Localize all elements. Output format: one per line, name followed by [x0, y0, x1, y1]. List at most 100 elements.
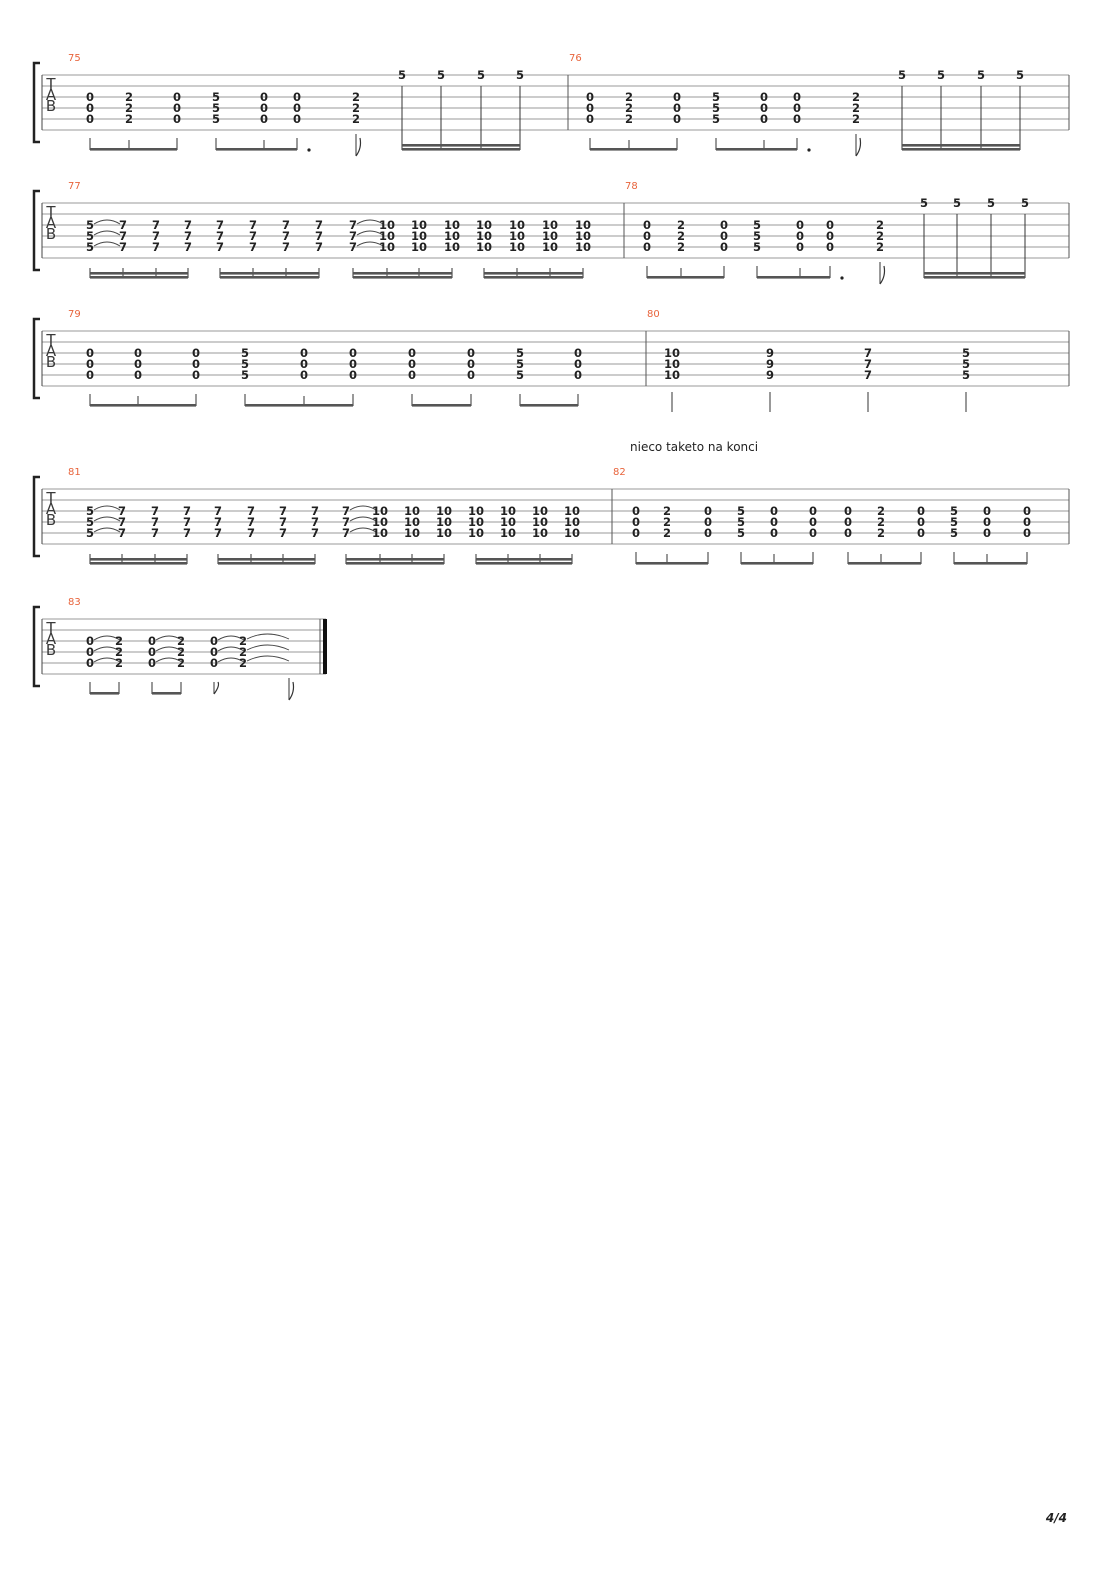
fret-number: 10 [564, 504, 580, 518]
note-flag [879, 265, 886, 285]
fret-number: 10 [468, 526, 484, 540]
dot-mark [840, 276, 844, 280]
fret-number: 0 [826, 240, 834, 254]
fret-number: 5 [753, 229, 761, 243]
fret-number: 0 [134, 368, 142, 382]
fret-number: 10 [379, 218, 395, 232]
fret-number: 10 [372, 504, 388, 518]
slur-mark [349, 527, 377, 533]
fret-number: 7 [214, 526, 222, 540]
fret-number: 0 [586, 112, 594, 126]
tie-mark [246, 644, 290, 651]
dot-mark [307, 148, 311, 152]
beam [220, 272, 319, 275]
slur-mark [93, 646, 121, 652]
fret-number: 10 [532, 504, 548, 518]
fret-number: 7 [247, 526, 255, 540]
beam [90, 276, 188, 279]
fret-number: 10 [509, 218, 525, 232]
tab-clef-letter: T [45, 331, 56, 349]
slur-mark [93, 230, 121, 236]
fret-number: 0 [148, 634, 156, 648]
fret-number: 10 [500, 526, 516, 540]
fret-number: 0 [704, 515, 712, 529]
fret-number: 7 [311, 504, 319, 518]
fret-number: 5 [753, 240, 761, 254]
fret-number: 10 [404, 526, 420, 540]
fret-number: 10 [411, 229, 427, 243]
system-bracket [32, 475, 40, 558]
fret-number: 7 [152, 218, 160, 232]
beam [647, 276, 724, 279]
fret-number: 2 [125, 112, 133, 126]
fret-number: 0 [1023, 504, 1031, 518]
fret-number: 5 [962, 346, 970, 360]
fret-number: 5 [437, 68, 445, 82]
fret-number: 5 [737, 515, 745, 529]
fret-number: 0 [260, 101, 268, 115]
fret-number: 10 [468, 504, 484, 518]
fret-number: 0 [760, 101, 768, 115]
beam [90, 404, 196, 407]
fret-number: 7 [118, 515, 126, 529]
fret-number: 2 [677, 229, 685, 243]
beam [902, 148, 1020, 151]
tab-system: TAB7755577777777777777777777777710101010… [32, 181, 1070, 285]
fret-number: 0 [809, 504, 817, 518]
slur-mark [93, 527, 121, 533]
fret-number: 2 [352, 90, 360, 104]
tab-system: TAB8155577777777777777777777777710101010… [32, 467, 1070, 565]
fret-number: 5 [950, 504, 958, 518]
measure-number: 76 [569, 53, 582, 64]
fret-number: 7 [247, 504, 255, 518]
fret-number: 10 [444, 218, 460, 232]
fret-number: 7 [118, 526, 126, 540]
fret-number: 2 [663, 526, 671, 540]
fret-number: 2 [677, 218, 685, 232]
fret-number: 10 [564, 515, 580, 529]
fret-number: 5 [712, 90, 720, 104]
fret-number: 7 [184, 240, 192, 254]
fret-number: 2 [115, 645, 123, 659]
fret-number: 0 [826, 218, 834, 232]
fret-number: 0 [86, 101, 94, 115]
system-bracket [32, 605, 40, 688]
fret-number: 0 [704, 526, 712, 540]
fret-number: 10 [444, 229, 460, 243]
fret-number: 2 [177, 656, 185, 670]
fret-number: 5 [737, 504, 745, 518]
fret-number: 2 [352, 101, 360, 115]
fret-number: 0 [793, 112, 801, 126]
fret-number: 0 [1023, 526, 1031, 540]
system-bracket [32, 189, 40, 272]
fret-number: 5 [477, 68, 485, 82]
fret-number: 0 [632, 515, 640, 529]
beam [484, 272, 583, 275]
fret-number: 5 [86, 526, 94, 540]
fret-number: 7 [349, 229, 357, 243]
fret-number: 0 [210, 656, 218, 670]
fret-number: 0 [293, 112, 301, 126]
fret-number: 10 [500, 504, 516, 518]
fret-number: 7 [249, 229, 257, 243]
tab-clef-letter: T [45, 489, 56, 507]
fret-number: 7 [282, 229, 290, 243]
fret-number: 2 [876, 240, 884, 254]
beam [346, 562, 444, 565]
beam [346, 558, 444, 561]
beam [220, 276, 319, 279]
beam [90, 272, 188, 275]
note-flag [288, 681, 295, 701]
fret-number: 0 [260, 90, 268, 104]
fret-number: 5 [516, 368, 524, 382]
tab-clef-letter: A [46, 500, 57, 518]
fret-number: 10 [436, 515, 452, 529]
fret-number: 0 [983, 515, 991, 529]
fret-number: 10 [476, 229, 492, 243]
beam [741, 562, 813, 565]
fret-number: 0 [86, 656, 94, 670]
beam [90, 692, 119, 695]
fret-number: 5 [920, 196, 928, 210]
fret-number: 7 [315, 240, 323, 254]
